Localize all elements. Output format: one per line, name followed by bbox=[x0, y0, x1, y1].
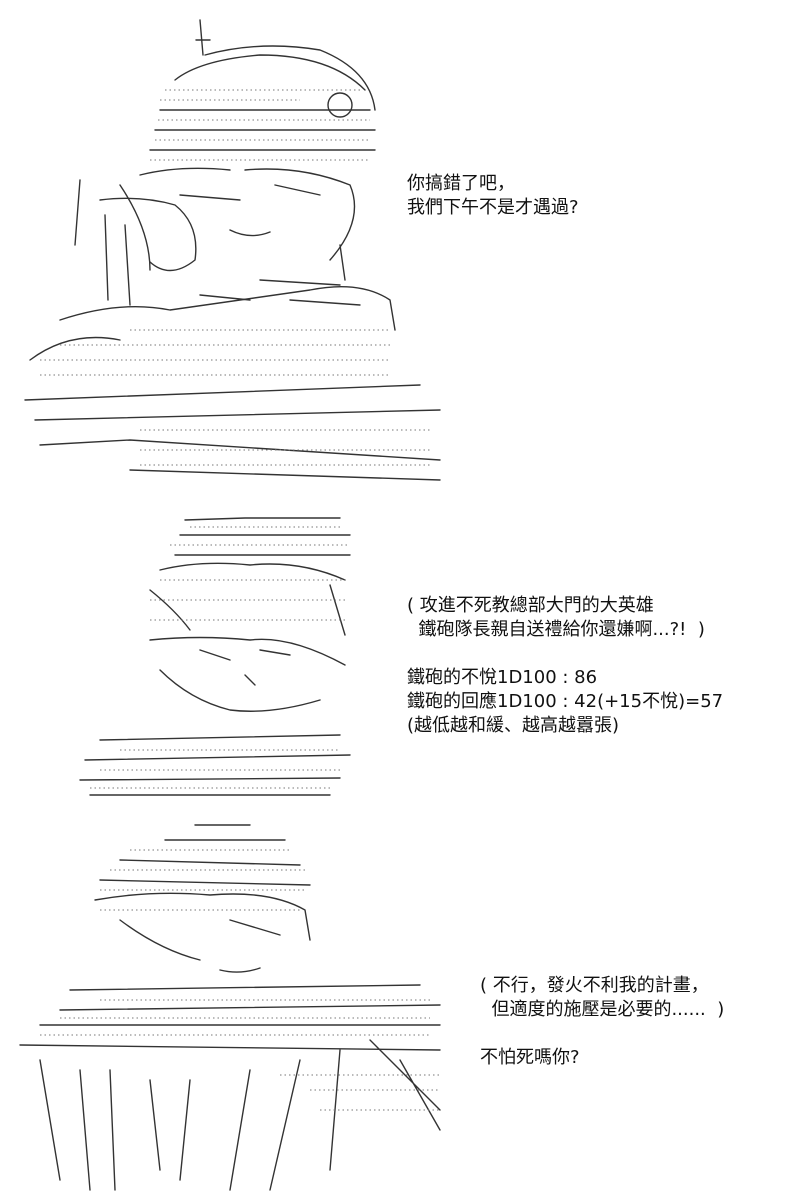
text-line: ( 攻進不死教總部大門的大英雄 bbox=[407, 595, 654, 616]
panel-1: 你搞錯了吧， 我們下午不是才遇過? bbox=[0, 0, 800, 500]
ascii-art-figure-sitting bbox=[19, 824, 441, 1191]
panel-2-text: ( 攻進不死教總部大門的大英雄 鐵砲隊長親自送禮給你還嫌啊...?! ) 鐵砲的… bbox=[407, 594, 723, 738]
text-line: 你搞錯了吧， bbox=[407, 173, 515, 194]
panel-3-text: ( 不行，發火不利我的計畫， 但適度的施壓是必要的...... ) 不怕死嗎你? bbox=[480, 974, 724, 1070]
panel-1-text: 你搞錯了吧， 我們下午不是才遇過? bbox=[407, 172, 579, 220]
text-line: (越低越和緩、越高越囂張) bbox=[407, 715, 620, 736]
text-line: 鐵砲的不悅1D100 : 86 bbox=[407, 667, 598, 688]
ascii-art-figure-hand-on-face bbox=[24, 19, 441, 481]
text-line: 我們下午不是才遇過? bbox=[407, 197, 579, 218]
ascii-art-figure-bowing bbox=[79, 517, 351, 796]
panel-2: ( 攻進不死教總部大門的大英雄 鐵砲隊長親自送禮給你還嫌啊...?! ) 鐵砲的… bbox=[0, 500, 800, 810]
text-line: 不怕死嗎你? bbox=[480, 1047, 580, 1068]
panel-3: ( 不行，發火不利我的計畫， 但適度的施壓是必要的...... ) 不怕死嗎你? bbox=[0, 810, 800, 1200]
text-line: 但適度的施壓是必要的...... ) bbox=[480, 999, 725, 1020]
text-line bbox=[407, 642, 723, 666]
text-line: ( 不行，發火不利我的計畫， bbox=[480, 975, 709, 996]
text-line: 鐵砲的回應1D100 : 42(+15不悅)=57 bbox=[407, 691, 724, 712]
text-line bbox=[480, 1022, 724, 1046]
text-line: 鐵砲隊長親自送禮給你還嫌啊...?! ) bbox=[407, 619, 705, 640]
